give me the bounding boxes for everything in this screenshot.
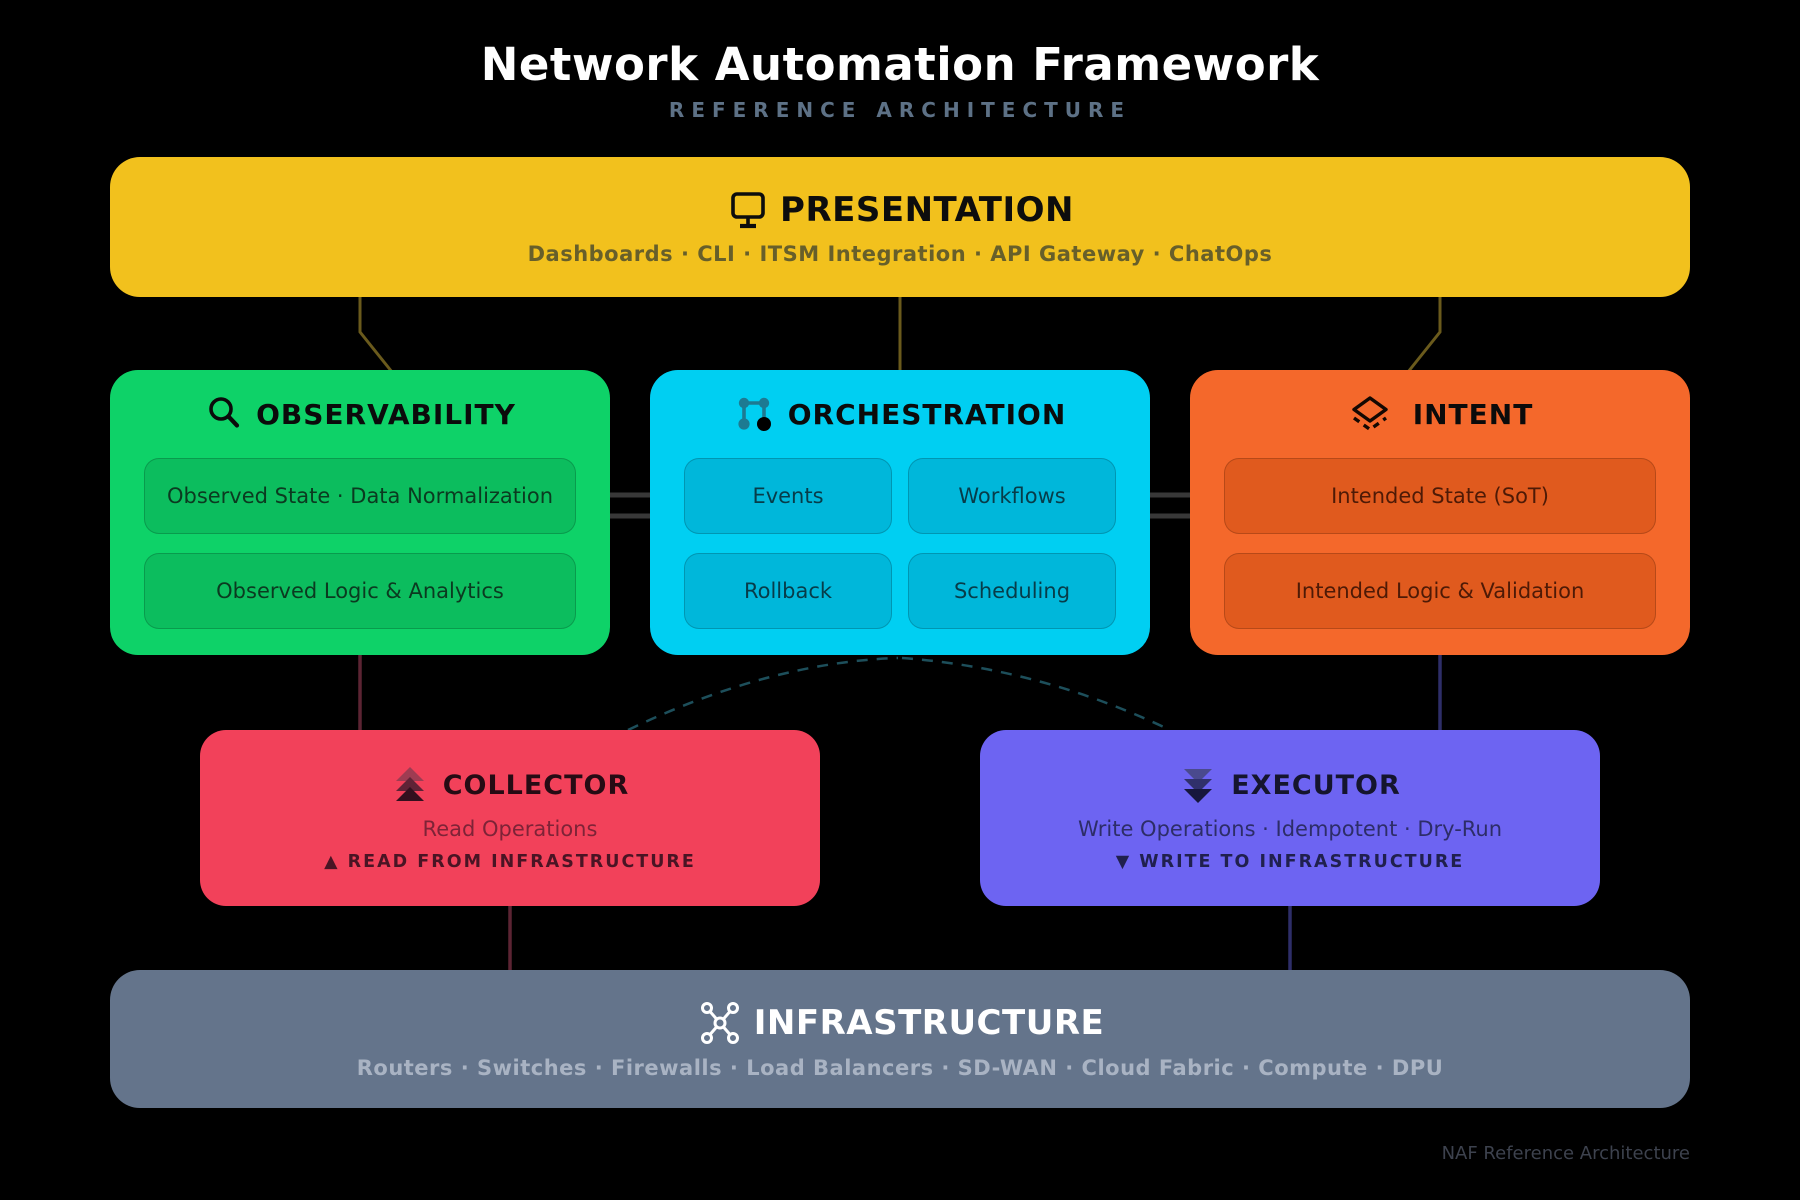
orchestration-item: Scheduling — [908, 553, 1116, 629]
page-subtitle: REFERENCE ARCHITECTURE — [668, 98, 1132, 122]
executor-badge: ▼ WRITE TO INFRASTRUCTURE — [1115, 852, 1465, 872]
workflow-nodes-icon — [734, 393, 776, 435]
intent-item: Intended State (SoT) — [1224, 458, 1656, 534]
execute-down-arrows-icon — [1179, 764, 1217, 806]
intent-title: INTENT — [1412, 397, 1534, 431]
search-icon — [204, 394, 244, 434]
orchestration-item: Events — [684, 458, 892, 534]
infrastructure-title: INFRASTRUCTURE — [753, 1002, 1105, 1043]
observability-item: Observed Logic & Analytics — [144, 553, 576, 629]
infrastructure-subtitle: Routers · Switches · Firewalls · Load Ba… — [356, 1055, 1444, 1080]
orchestration-item: Workflows — [908, 458, 1116, 534]
presentation-panel: PRESENTATION Dashboards · CLI · ITSM Int… — [110, 157, 1690, 297]
network-hub-icon — [696, 999, 744, 1047]
collector-panel: COLLECTOR Read Operations ▲ READ FROM IN… — [200, 730, 820, 906]
collector-badge: ▲ READ FROM INFRASTRUCTURE — [324, 852, 696, 872]
monitor-icon — [726, 188, 770, 232]
intent-panel: INTENT Intended State (SoT) Intended Log… — [1190, 370, 1690, 655]
executor-subtitle: Write Operations · Idempotent · Dry-Run — [1077, 817, 1503, 841]
collector-title: COLLECTOR — [442, 769, 630, 801]
orchestration-title: ORCHESTRATION — [787, 397, 1067, 431]
layers-icon — [1347, 391, 1393, 437]
observability-title: OBSERVABILITY — [256, 397, 516, 431]
intent-item: Intended Logic & Validation — [1224, 553, 1656, 629]
orchestration-item: Rollback — [684, 553, 892, 629]
collector-subtitle: Read Operations — [422, 817, 598, 841]
collect-up-arrows-icon — [391, 764, 429, 806]
observability-panel: OBSERVABILITY Observed State · Data Norm… — [110, 370, 610, 655]
footer-credit: NAF Reference Architecture — [1441, 1143, 1690, 1164]
executor-panel: EXECUTOR Write Operations · Idempotent ·… — [980, 730, 1600, 906]
infrastructure-panel: INFRASTRUCTURE Routers · Switches · Fire… — [110, 970, 1690, 1108]
orchestration-panel: ORCHESTRATION Events Workflows Rollback … — [650, 370, 1150, 655]
presentation-title: PRESENTATION — [780, 190, 1074, 230]
observability-item: Observed State · Data Normalization — [144, 458, 576, 534]
executor-title: EXECUTOR — [1231, 769, 1401, 801]
presentation-subtitle: Dashboards · CLI · ITSM Integration · AP… — [527, 242, 1273, 266]
page-title: Network Automation Framework — [480, 38, 1320, 91]
